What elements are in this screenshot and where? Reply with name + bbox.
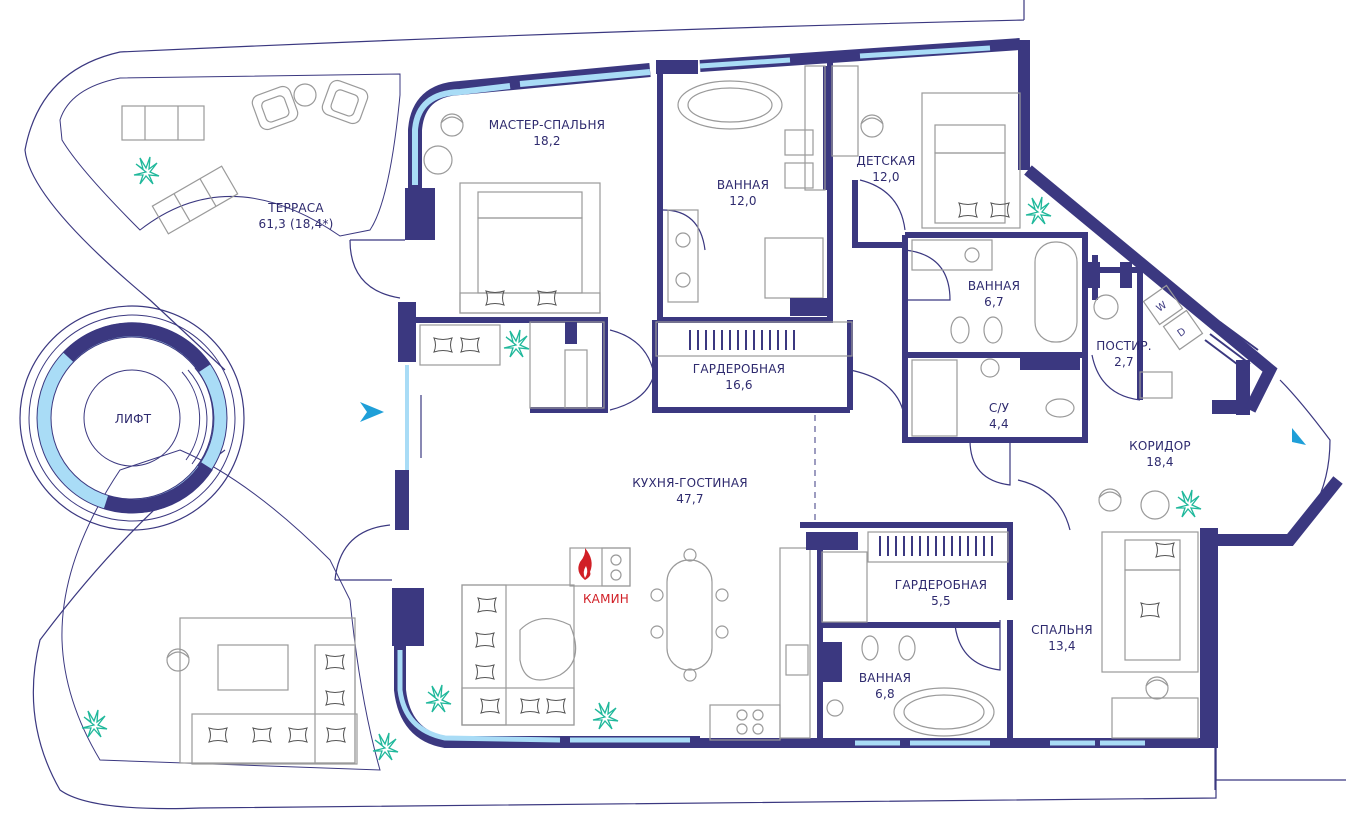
- room-name: ПОСТИР.: [1096, 339, 1152, 353]
- room-label-main-wardrobe: ГАРДЕРОБНАЯ 16,6: [693, 361, 785, 393]
- room-label-master-bedroom: МАСТЕР-СПАЛЬНЯ 18,2: [489, 117, 605, 149]
- glazing: [394, 38, 1343, 748]
- doors: [334, 179, 1331, 671]
- room-name: КОРИДОР: [1129, 439, 1191, 453]
- room-area: 2,7: [1114, 355, 1134, 369]
- lift: [19, 305, 245, 531]
- room-name: СПАЛЬНЯ: [1031, 623, 1093, 637]
- room-area: 6,8: [875, 687, 895, 701]
- room-name: ВАННАЯ: [716, 178, 770, 192]
- room-label-kitchen-living: КУХНЯ-ГОСТИНАЯ 47,7: [632, 475, 748, 507]
- room-area: 5,5: [931, 594, 951, 608]
- room-name: МАСТЕР-СПАЛЬНЯ: [488, 118, 606, 132]
- room-area: 61,3 (18,4*): [258, 217, 334, 231]
- terrace-outline: [24, 0, 1346, 810]
- interior-walls: [415, 60, 1143, 740]
- room-name: ДЕТСКАЯ: [856, 154, 916, 168]
- arrow-down-icon: [1292, 428, 1306, 445]
- room-area: 16,6: [725, 378, 753, 392]
- furniture: [121, 65, 1204, 765]
- wardrobe-rails: [420, 321, 1259, 556]
- room-area: 12,0: [729, 194, 757, 208]
- room-area: 6,7: [984, 295, 1004, 309]
- wall-segments: [565, 262, 1132, 682]
- room-label-master-bathroom: ВАННАЯ 12,0: [717, 177, 769, 209]
- room-name: ЛИФТ: [114, 412, 152, 426]
- room-area: 4,4: [989, 417, 1009, 431]
- washer-label: W: [1155, 300, 1170, 315]
- room-area: 47,7: [676, 492, 704, 506]
- exterior-walls: [392, 40, 1250, 748]
- arrow-right-icon: [360, 402, 384, 422]
- dryer-label: D: [1176, 326, 1189, 340]
- room-label-terrace: ТЕРРАСА 61,3 (18,4*): [258, 200, 333, 232]
- room-area: 13,4: [1048, 639, 1076, 653]
- room-name: С/У: [988, 401, 1010, 415]
- room-label-kids-room: ДЕТСКАЯ 12,0: [856, 153, 915, 185]
- room-name: ВАННАЯ: [858, 671, 912, 685]
- room-label-small-wardrobe: ГАРДЕРОБНАЯ 5,5: [895, 577, 987, 609]
- room-area: 18,4: [1146, 455, 1174, 469]
- room-label-laundry: ПОСТИР. 2,7: [1096, 338, 1152, 370]
- room-label-kids-bathroom: ВАННАЯ 6,7: [968, 278, 1020, 310]
- flame-icon: [578, 548, 592, 580]
- room-area: 18,2: [533, 134, 561, 148]
- room-label-corridor: КОРИДОР 18,4: [1129, 438, 1191, 470]
- room-name: ГАРДЕРОБНАЯ: [894, 578, 988, 592]
- fireplace-name: КАМИН: [582, 592, 630, 606]
- room-name: ТЕРРАСА: [268, 201, 324, 215]
- fireplace-label: КАМИН: [583, 591, 629, 607]
- pillows: [208, 202, 1175, 743]
- room-area: 12,0: [872, 170, 900, 184]
- room-label-lift: ЛИФТ: [115, 411, 151, 427]
- room-name: ГАРДЕРОБНАЯ: [692, 362, 786, 376]
- room-name: ВАННАЯ: [967, 279, 1021, 293]
- room-label-bedroom: СПАЛЬНЯ 13,4: [1031, 622, 1093, 654]
- room-label-small-bathroom: ВАННАЯ 6,8: [859, 670, 911, 702]
- room-name: КУХНЯ-ГОСТИНАЯ: [632, 476, 748, 490]
- room-label-wc: С/У 4,4: [989, 400, 1009, 432]
- plant-icon: [81, 156, 1202, 761]
